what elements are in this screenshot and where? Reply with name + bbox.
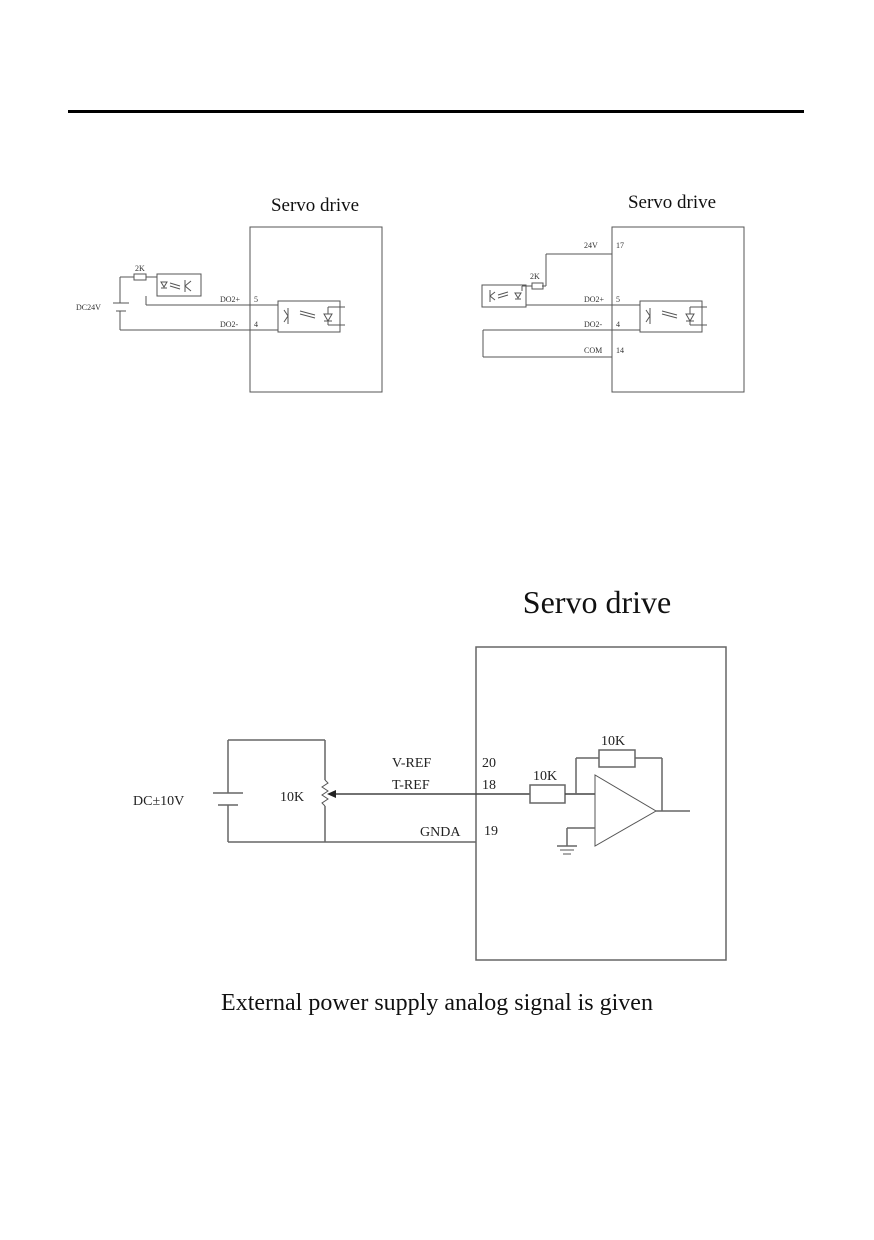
supply-label: DC±10V [133,794,184,809]
servo-drive-box [611,226,745,393]
pin-signal: DO2+ [584,295,605,304]
pin-signal: 24V [584,241,598,250]
servo-drive-box [249,226,383,393]
header-rule [68,110,804,113]
pin-number: 4 [254,320,258,329]
ground-icon [557,845,577,855]
op-amp-icon [594,774,657,847]
optocoupler-icon [277,300,345,333]
supply-label: DC24V [76,303,101,312]
servo-drive-box [475,646,727,961]
pin-number: 20 [482,756,496,771]
pin-signal: DO2- [220,320,239,329]
resistor-label: 2K [135,264,145,273]
diagram-2-title: Servo drive [628,192,716,213]
pin-signal: DO2- [584,320,603,329]
battery-icon [113,277,129,330]
diagram-1-title: Servo drive [271,195,359,216]
figure-caption: External power supply analog signal is g… [221,990,653,1016]
wiper-arrow-icon [327,790,336,798]
feedback-resistor-label: 10K [601,734,625,749]
resistor-icon [598,749,636,768]
pin-number: 19 [484,824,498,839]
pin-signal: DO2+ [220,295,241,304]
pin-number: 5 [254,295,258,304]
optocoupler-icon [481,284,527,308]
resistor-label: 2K [530,272,540,281]
pin-number: 5 [616,295,620,304]
resistor-icon [529,784,566,804]
pin-signal: T-REF [392,778,430,793]
diagram-2: Servo drive 2K 24V 17 DO2+ 5 DO2- 4 COM [481,192,745,393]
diagram-3-title: Servo drive [523,584,671,620]
battery-icon [213,792,243,806]
pin-number: 4 [616,320,620,329]
resistor-icon [531,282,544,290]
input-resistor-label: 10K [533,769,557,784]
pin-signal: V-REF [392,756,431,771]
optocoupler-icon [156,273,202,297]
pin-number: 14 [616,346,624,355]
pin-signal: GNDA [420,825,461,840]
optocoupler-icon [639,300,707,333]
potentiometer-icon [321,779,329,807]
pin-signal: COM [584,346,602,355]
resistor-icon [133,273,147,281]
pin-number: 18 [482,778,496,793]
diagram-1: Servo drive DC24V 2K DO2+ 5 [76,195,383,393]
pot-label: 10K [280,790,304,805]
diagram-3: Servo drive DC±10V 10K V-REF 20 T-REF 18… [133,584,727,961]
pin-number: 17 [616,241,624,250]
